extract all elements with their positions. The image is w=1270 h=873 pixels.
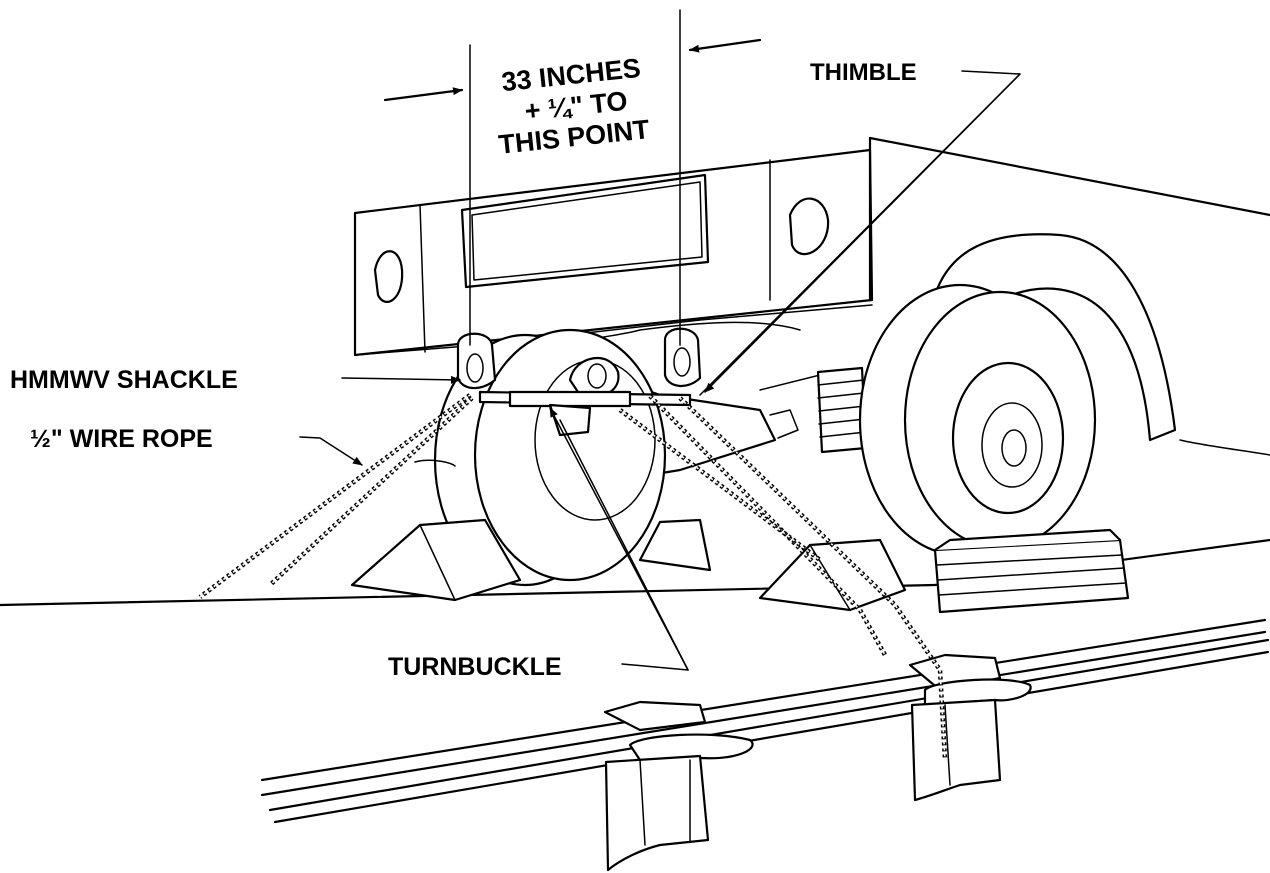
stake-pocket-left — [603, 700, 754, 872]
stake-pocket-right — [908, 653, 1032, 802]
wheel-chocks — [350, 518, 907, 612]
hmmwv-shackle-label: HMMWV SHACKLE — [10, 366, 238, 394]
wire-rope-left — [198, 393, 474, 599]
leader-lines — [299, 70, 1021, 671]
hmmwv-shackle-left — [456, 332, 497, 390]
dimension-label-line3: THIS POINT — [497, 114, 651, 160]
wire-rope-label: ½" WIRE ROPE — [30, 425, 213, 453]
hmmwv-shackle-right — [663, 327, 702, 387]
thimble-label: THIMBLE — [810, 59, 917, 86]
right-rear-wheel — [858, 283, 1097, 557]
dimension-indicator — [383, 9, 762, 346]
turnbuckle-label: TURNBUCKLE — [388, 653, 562, 681]
wire-rope-right — [618, 394, 948, 761]
lumber-block — [933, 528, 1130, 614]
hmmwv-vehicle — [353, 136, 1270, 482]
suspension-spring — [816, 366, 868, 454]
